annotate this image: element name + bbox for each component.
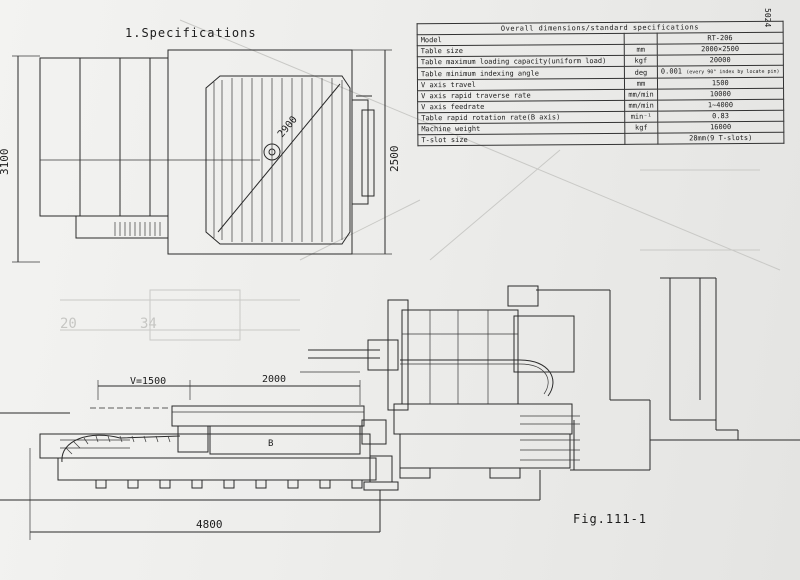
dim-4800-label: 4800 xyxy=(196,518,223,531)
spec-unit xyxy=(624,33,658,45)
spec-indexing-note: (every 90° index by locate pin) xyxy=(686,68,780,76)
dim-2500-label: 2500 xyxy=(388,146,401,173)
spec-unit xyxy=(624,133,658,145)
spec-item: T-slot size xyxy=(417,133,625,146)
spec-value: 28mm(9 T-slots) xyxy=(657,132,784,145)
spec-unit: kgf xyxy=(624,55,658,67)
spec-value: 2000×2500 xyxy=(657,43,783,56)
spec-unit: kgf xyxy=(624,122,658,134)
section-title: 1.Specifications xyxy=(125,26,257,40)
dim-v1500-label: V=1500 xyxy=(130,376,166,387)
spec-row: T-slot size 28mm(9 T-slots) xyxy=(417,132,784,146)
spec-unit: mm xyxy=(624,78,658,90)
spec-value: 0.001 xyxy=(660,67,683,76)
spec-value: 0.83 xyxy=(657,110,784,123)
dim-3100-label: 3100 xyxy=(0,149,11,176)
spec-unit: mm/min xyxy=(624,100,658,112)
figure-caption: Fig.111-1 xyxy=(573,512,648,526)
spec-value: 1500 xyxy=(657,77,784,90)
dim-2900-label: 2900 xyxy=(276,114,300,140)
spec-value: 20000 xyxy=(657,54,784,67)
dim-2000-label: 2000 xyxy=(262,374,286,385)
top-view xyxy=(12,49,392,263)
spec-value-indexing: 0.001 (every 90° index by locate pin) xyxy=(657,65,784,79)
spec-unit: mm/min xyxy=(624,89,658,101)
spec-item: Table maximum loading capacity(uniform l… xyxy=(417,55,625,68)
bleed-through-lines xyxy=(60,19,781,341)
spec-unit: mm xyxy=(624,44,658,56)
spec-value: RT-206 xyxy=(657,32,783,45)
spec-value: 16000 xyxy=(657,121,784,134)
dim-20-label: 20 xyxy=(60,316,77,332)
spec-unit: min⁻¹ xyxy=(624,111,658,123)
spec-value: 10000 xyxy=(657,88,784,101)
dim-34-label: 34 xyxy=(140,316,157,332)
spec-unit: deg xyxy=(624,66,658,79)
spec-table: Overall dimensions/standard specificatio… xyxy=(417,21,784,147)
side-view xyxy=(0,277,800,540)
part-mark-label: B xyxy=(268,439,273,449)
spec-value: 1~4000 xyxy=(657,99,784,112)
